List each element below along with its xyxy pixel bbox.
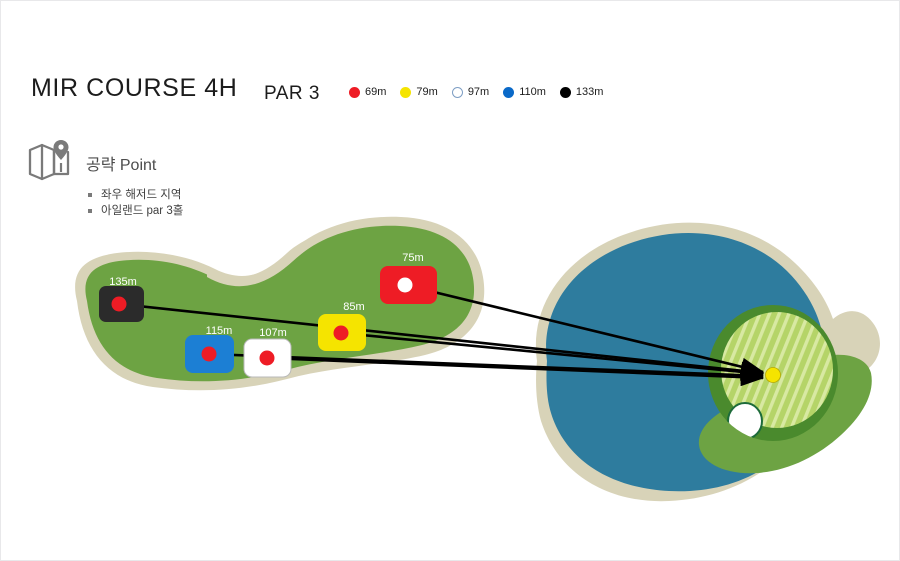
fairway-grass [85,225,475,382]
tee-marker-135m [111,296,127,312]
tee-label-75m: 75m [402,252,423,264]
legend-label: 69m [365,86,387,98]
legend-swatch-69m [349,86,360,98]
distance-legend: 69m 79m 97m 110m 133m [349,86,603,98]
legend-item: 97m [451,86,490,98]
legend-item: 133m [559,86,604,98]
tee-box-115m[interactable] [185,335,234,373]
list-item: 아일랜드 par 3홀 [87,203,183,219]
pin-dot [765,367,781,383]
trajectory-line-135m [118,302,765,380]
tee-marker-75m [397,277,413,293]
tee-box-135m[interactable] [99,286,144,322]
legend-item: 79m [400,86,438,98]
trajectory-lines [118,283,765,387]
legend-item: 110m [503,86,546,98]
trajectory-line-115m [208,352,765,385]
par-label: PAR 3 [264,83,321,104]
legend-swatch-133m [559,86,571,98]
tee-box-107m[interactable] [243,338,292,378]
tee-marker-107m [259,350,275,366]
legend-item: 69m [349,86,386,98]
tee-label-135m: 135m [109,276,137,288]
fairway-notch [207,228,353,287]
trajectory-line-75m [404,283,765,376]
legend-label: 110m [519,86,546,98]
strategy-title: 공략 Point [86,157,157,174]
tee-marker-85m [333,325,349,341]
tee-marker-115m [201,346,217,362]
legend-label: 133m [575,86,604,98]
legend-swatch-79m [400,86,412,98]
tee-label-107m: 107m [259,327,287,339]
list-item: 좌우 해저드 지역 [87,187,183,203]
tee-label-115m: 115m [206,325,233,337]
legend-swatch-97m [451,86,463,98]
tee-label-85m: 85m [343,301,364,313]
page-title: MIR COURSE 4H [31,74,238,102]
trajectory-line-107m [266,356,765,387]
legend-label: 97m [467,86,490,98]
strategy-point-list: 좌우 해저드 지역 아일랜드 par 3홀 [87,187,183,219]
legend-label: 79m [416,86,438,98]
tee-box-75m[interactable] [380,266,437,304]
trajectory-line-85m [340,331,765,381]
map-pin-icon [28,140,70,181]
legend-swatch-110m [503,86,515,98]
tee-box-85m[interactable] [318,314,366,351]
